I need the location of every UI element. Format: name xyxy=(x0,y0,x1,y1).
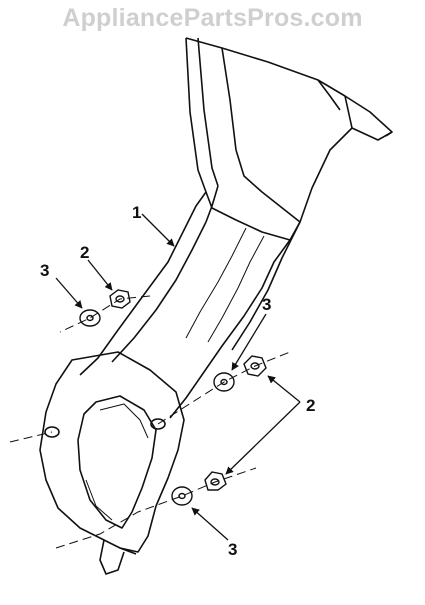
callout-leaders xyxy=(55,213,301,541)
watermark-text: AppliancePartsPros.com xyxy=(62,4,363,32)
callout-3-washer: 3 xyxy=(40,261,49,280)
nut-right-lower xyxy=(204,471,227,491)
callout-3-washer-lower: 3 xyxy=(228,540,237,559)
washer-lower xyxy=(171,486,193,506)
callout-2-nut: 2 xyxy=(80,243,89,262)
callout-3-washer-right: 3 xyxy=(262,295,271,314)
callout-2-nuts-right: 2 xyxy=(306,396,315,415)
bolt-centerlines xyxy=(9,295,291,549)
discharge-chute xyxy=(39,37,393,575)
callout-1-chute: 1 xyxy=(132,203,141,222)
washer-upper-left xyxy=(79,309,101,327)
